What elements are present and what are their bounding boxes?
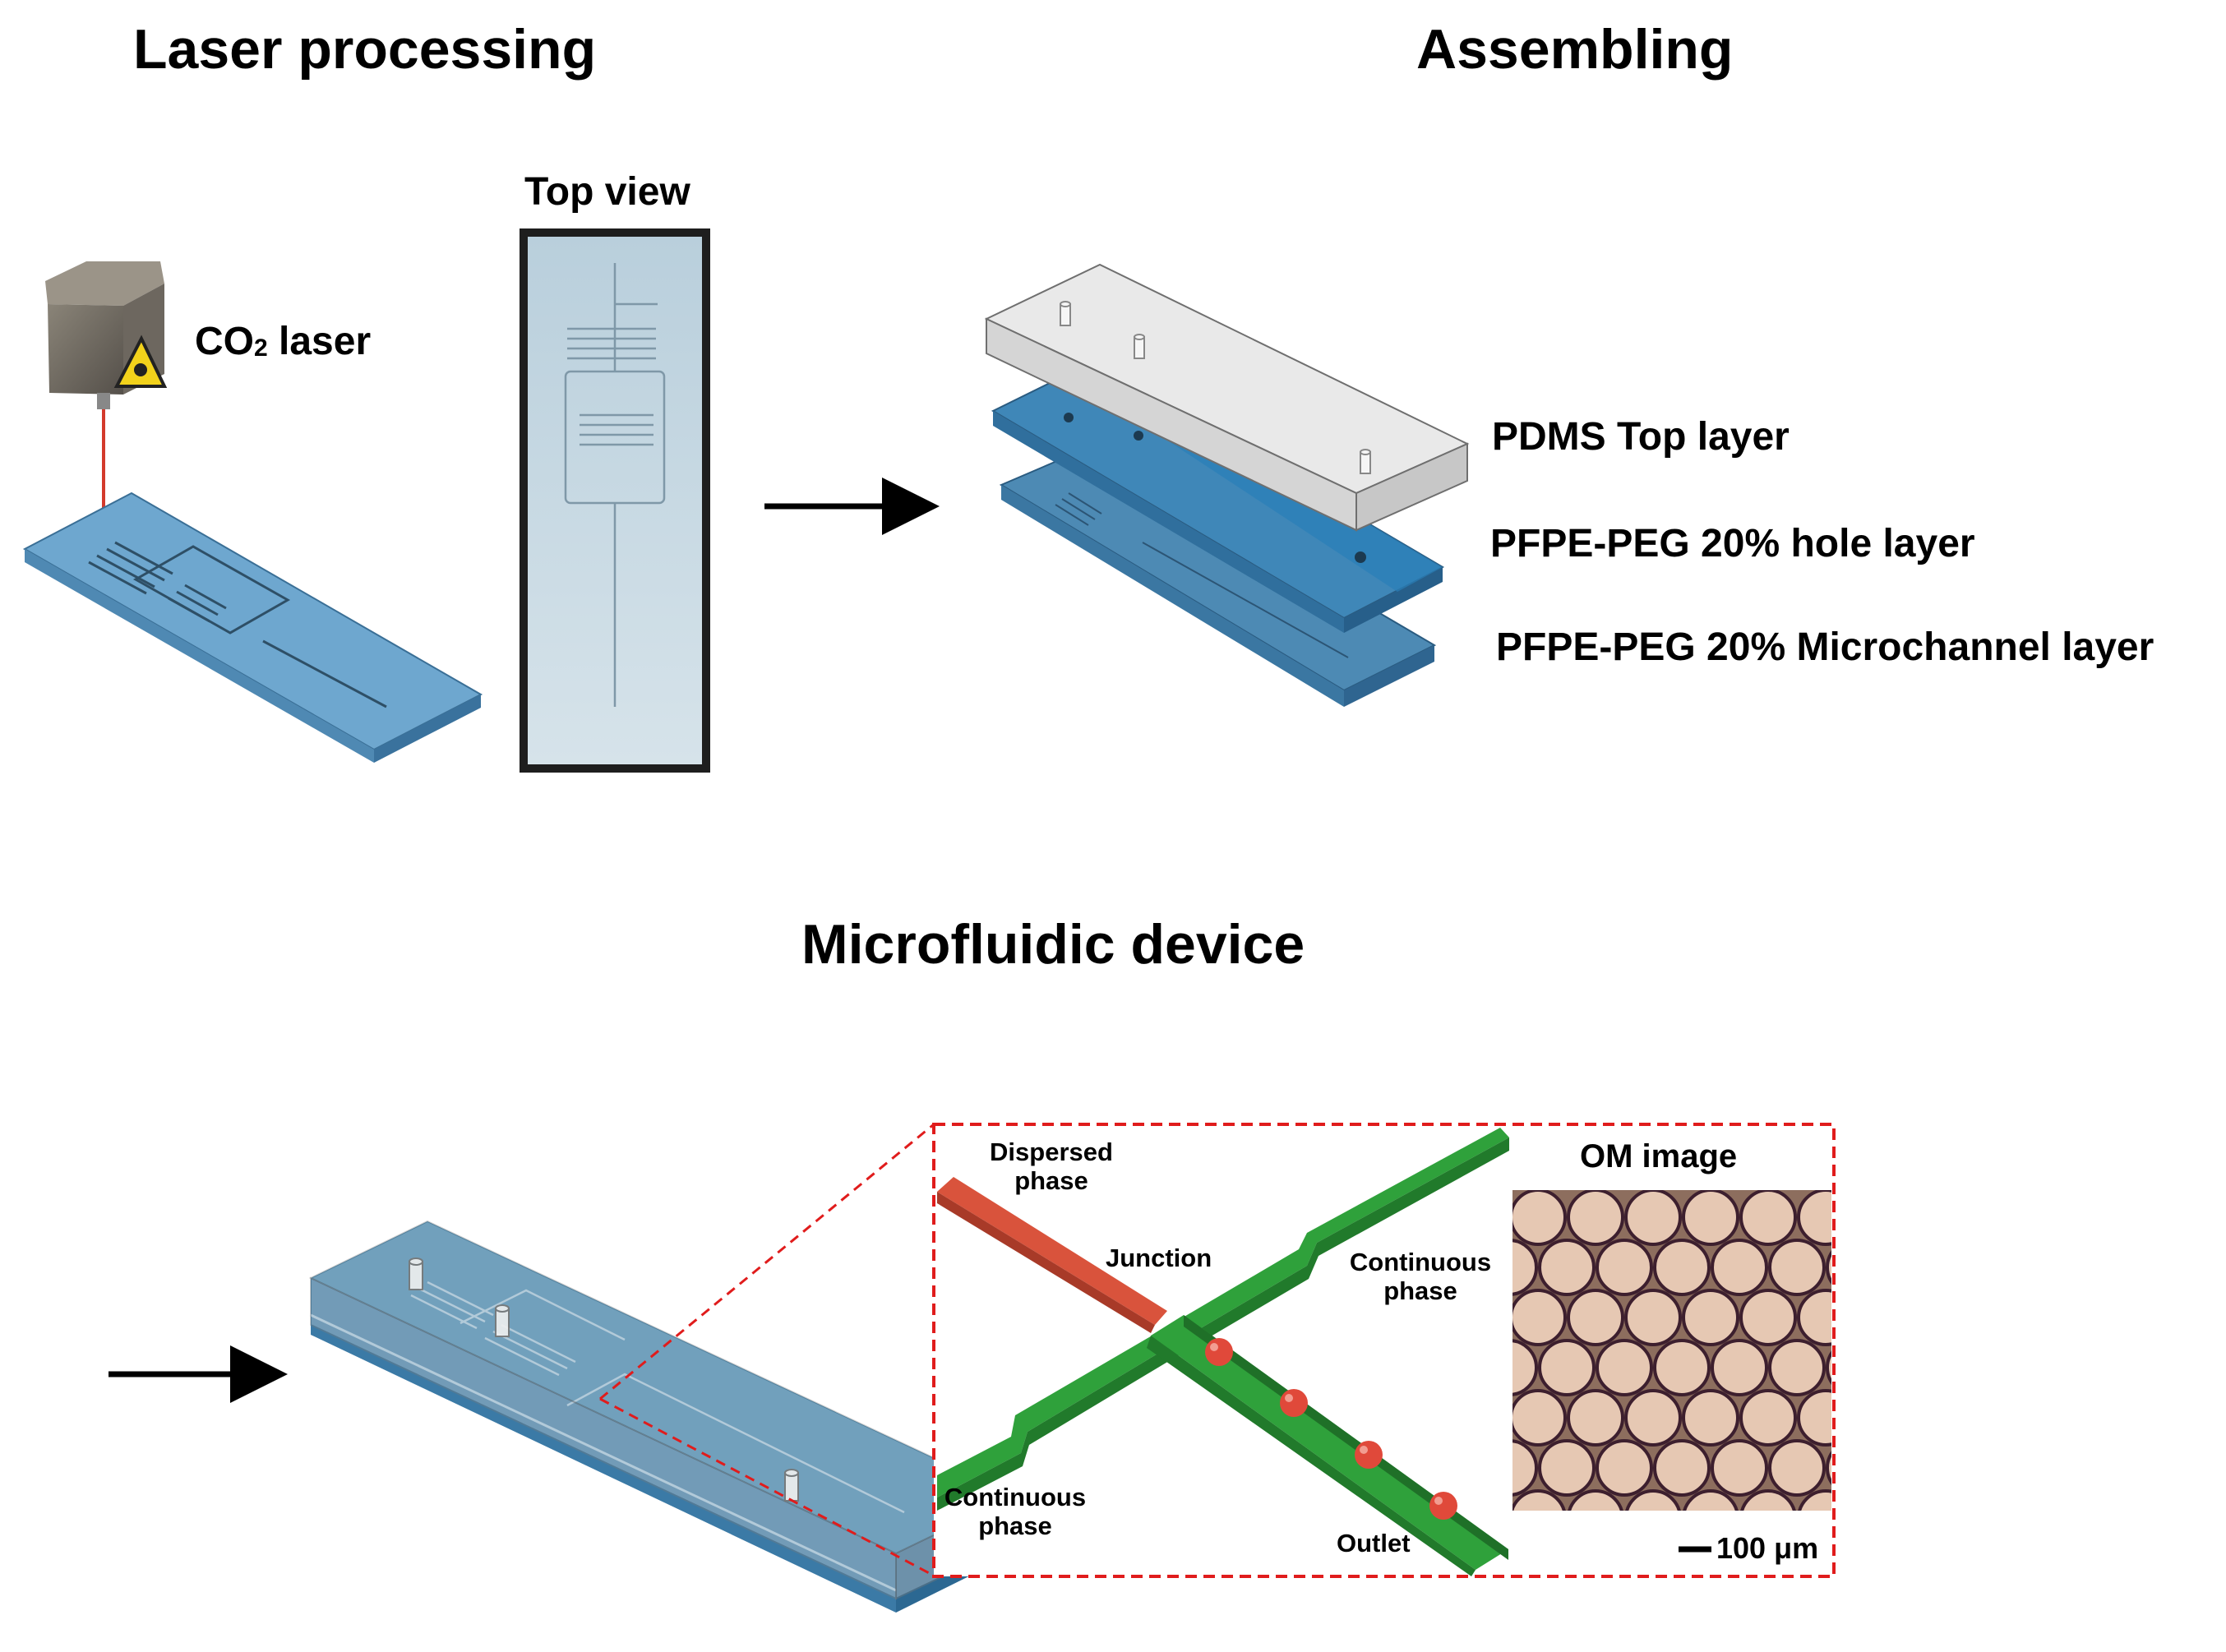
om-droplet	[1653, 1239, 1711, 1296]
om-droplet	[1682, 1190, 1739, 1246]
om-droplet	[1768, 1439, 1826, 1497]
dispersed-channel	[937, 1177, 1167, 1325]
co2-laser-label: CO2 laser	[195, 320, 372, 363]
outlet-label: Outlet	[1337, 1529, 1411, 1557]
laser-processing-title: Laser processing	[133, 18, 597, 81]
om-droplet	[1624, 1289, 1682, 1346]
engraved-slide	[22, 491, 483, 763]
top-view-photo	[520, 228, 710, 773]
om-droplet	[1624, 1389, 1682, 1447]
om-droplet	[1512, 1439, 1538, 1497]
om-droplet	[1711, 1339, 1768, 1396]
om-droplet	[1512, 1339, 1538, 1396]
junction-label: Junction	[1106, 1244, 1212, 1272]
om-droplet	[1512, 1289, 1567, 1346]
om-droplet	[1826, 1439, 1831, 1497]
om-droplet	[1826, 1339, 1831, 1396]
microfluidic-device-title: Microfluidic device	[801, 913, 1305, 976]
zoom-line-bottom	[599, 1397, 935, 1577]
om-droplet	[1567, 1190, 1624, 1246]
assembling-title: Assembling	[1416, 18, 1734, 81]
assembled-device	[308, 1220, 1018, 1613]
om-droplet	[1739, 1289, 1797, 1346]
om-droplet	[1682, 1289, 1739, 1346]
om-droplet	[1739, 1389, 1797, 1447]
om-image-title: OM image	[1580, 1138, 1738, 1174]
pdms-top-layer	[984, 263, 1470, 532]
om-droplet	[1596, 1339, 1653, 1396]
om-droplet	[1567, 1389, 1624, 1447]
top-view-title: Top view	[524, 170, 690, 214]
om-droplet	[1711, 1239, 1768, 1296]
om-image	[1512, 1190, 1831, 1511]
om-droplet	[1596, 1439, 1653, 1497]
zoom-line-top	[599, 1123, 935, 1401]
om-droplet	[1797, 1389, 1831, 1447]
layer-label-top: PDMS Top layer	[1492, 415, 1790, 459]
scale-bar-label: 100 μm	[1716, 1531, 1819, 1565]
om-droplet	[1512, 1389, 1567, 1447]
om-droplet	[1768, 1339, 1826, 1396]
om-droplet	[1538, 1239, 1596, 1296]
laser-head-icon	[45, 261, 168, 409]
om-droplet	[1653, 1339, 1711, 1396]
om-droplet	[1739, 1190, 1797, 1246]
om-droplet	[1512, 1239, 1538, 1296]
layer-label-microchannel: PFPE-PEG 20% Microchannel layer	[1496, 625, 2154, 669]
om-droplet	[1538, 1339, 1596, 1396]
om-droplet	[1567, 1289, 1624, 1346]
droplets	[1205, 1338, 1457, 1520]
om-droplet	[1797, 1289, 1831, 1346]
layer-label-hole: PFPE-PEG 20% hole layer	[1490, 522, 1975, 565]
om-droplet	[1596, 1239, 1653, 1296]
om-droplet	[1711, 1439, 1768, 1497]
om-droplet	[1768, 1239, 1826, 1296]
om-droplet	[1797, 1190, 1831, 1246]
om-droplet	[1653, 1439, 1711, 1497]
om-droplet	[1826, 1239, 1831, 1296]
om-droplet	[1512, 1190, 1567, 1246]
green-channels	[937, 1128, 1509, 1576]
om-droplet	[1624, 1190, 1682, 1246]
om-droplet	[1538, 1439, 1596, 1497]
om-droplet	[1682, 1389, 1739, 1447]
